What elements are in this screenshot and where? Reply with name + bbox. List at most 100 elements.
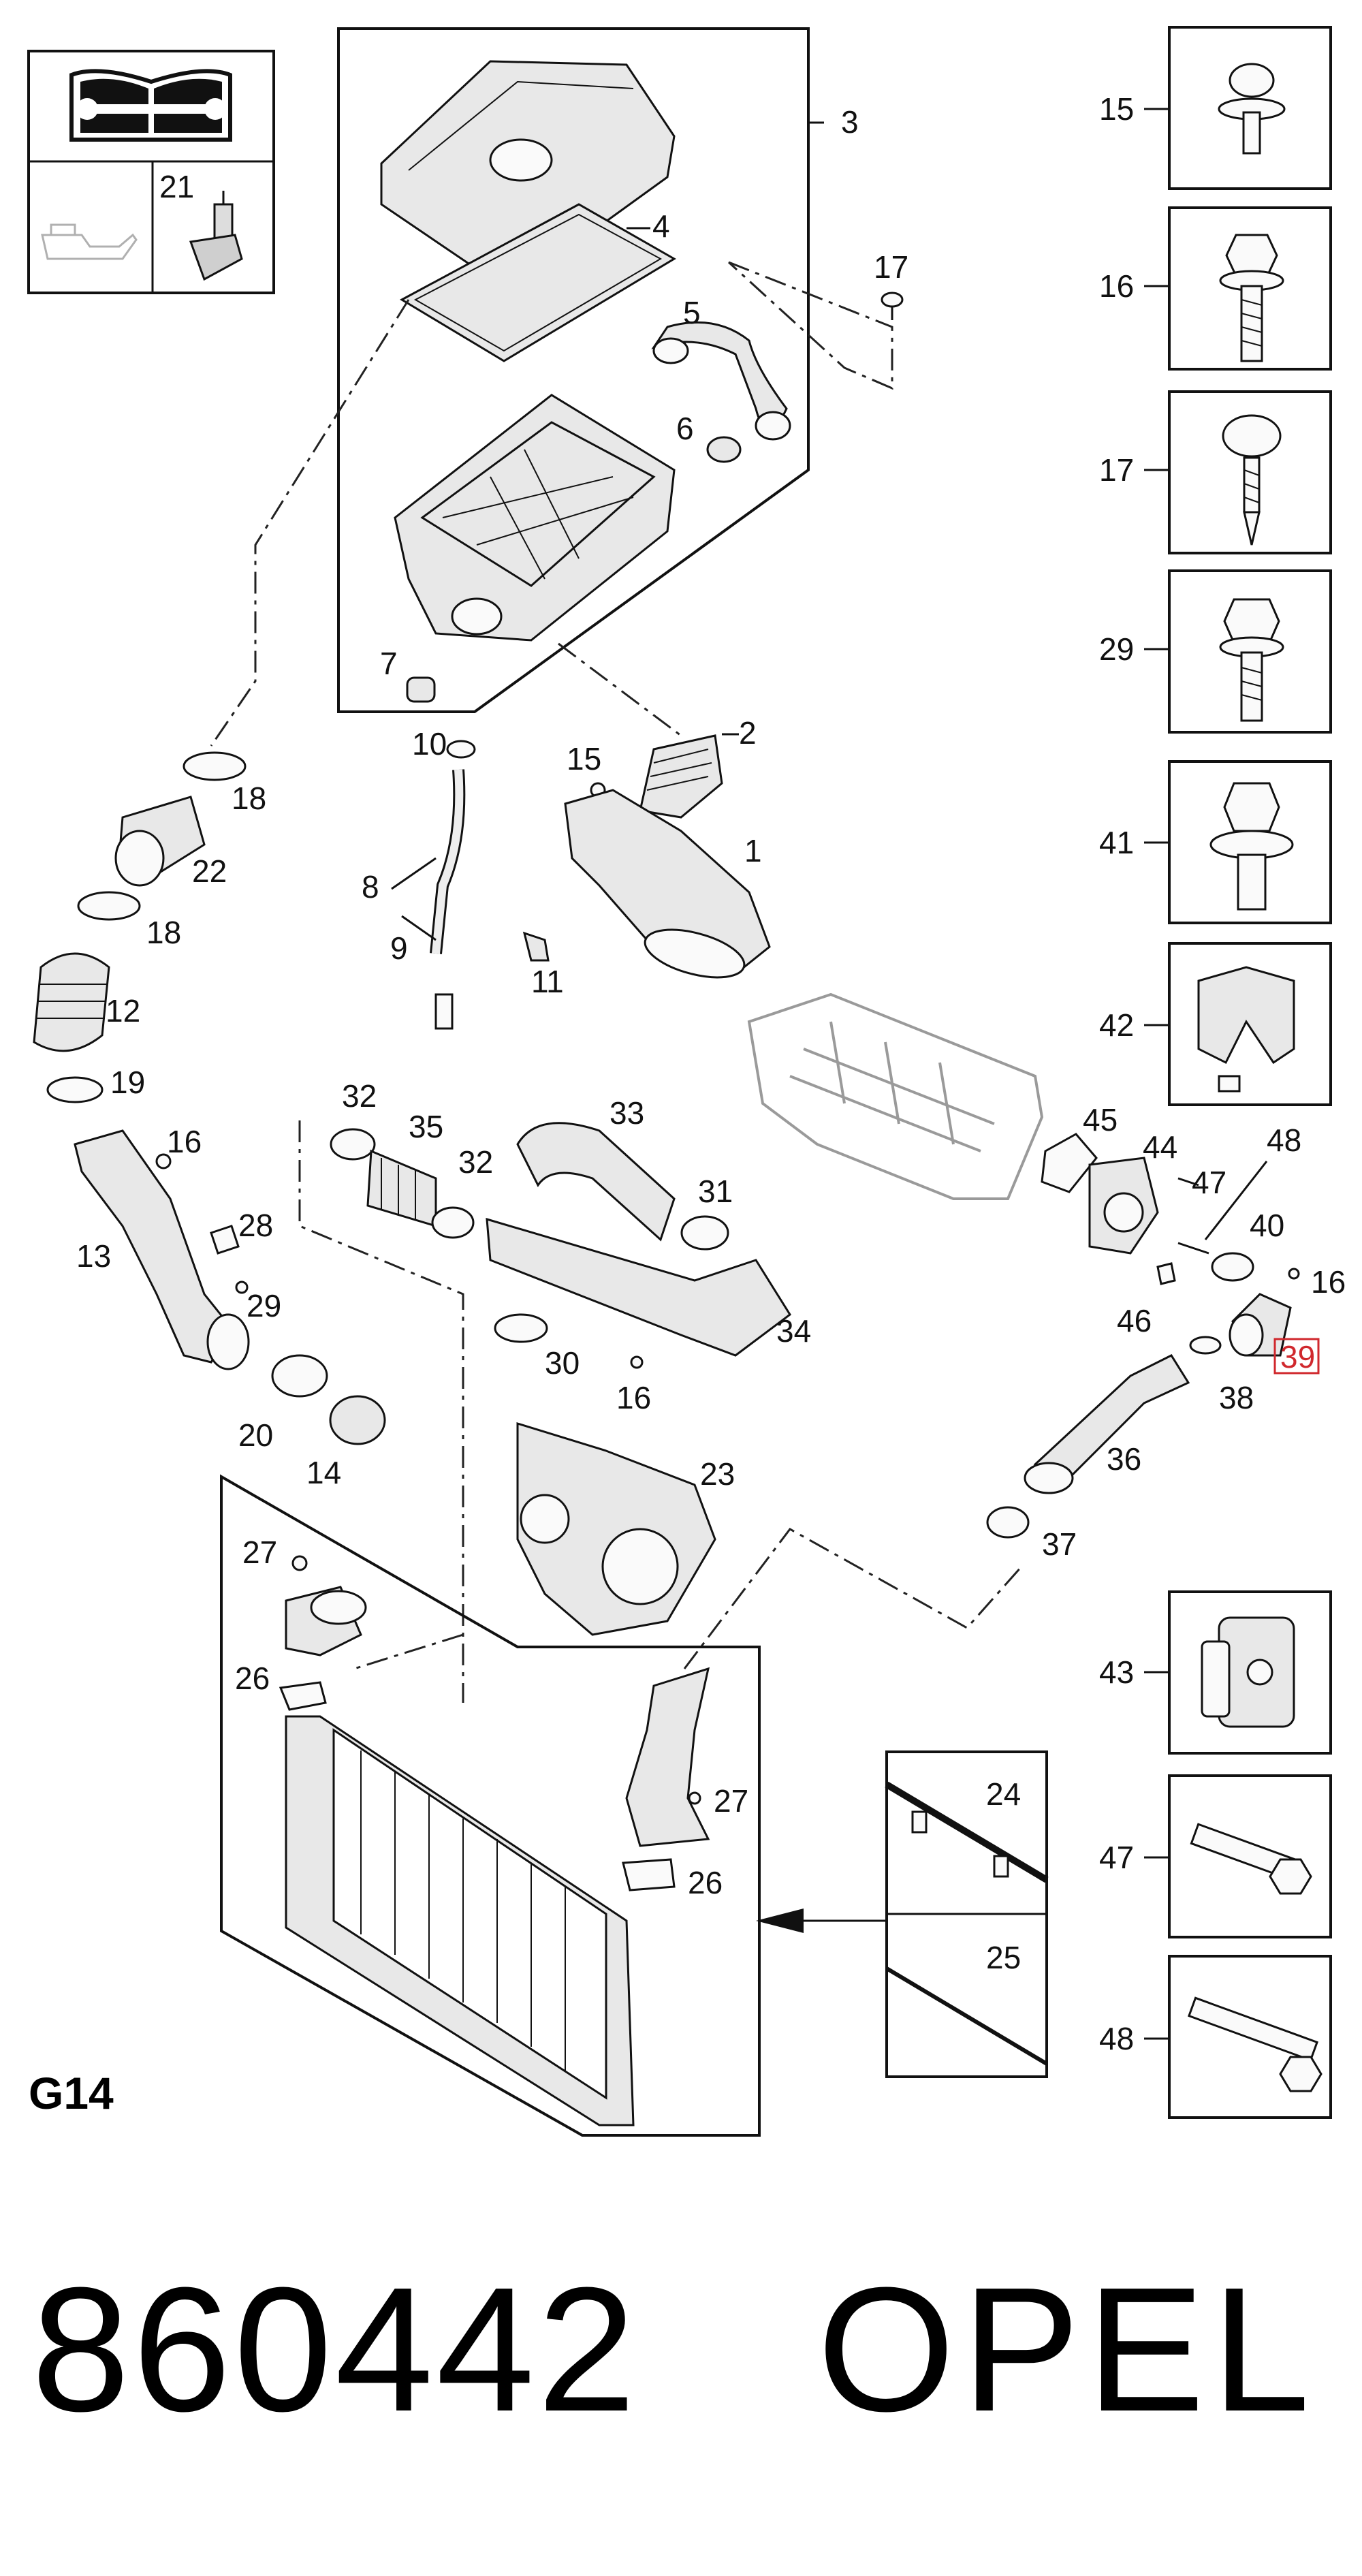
- callout-15b: 15: [567, 741, 601, 776]
- sensor-21-icon: [189, 191, 243, 281]
- callout-22: 22: [192, 853, 227, 889]
- callout-30: 30: [545, 1345, 580, 1381]
- bellows-2: [639, 734, 723, 819]
- callout-39[interactable]: 39: [1280, 1339, 1315, 1375]
- callout-18b: 18: [146, 915, 181, 950]
- part-7: [406, 676, 436, 703]
- callout-29: 29: [1099, 631, 1134, 667]
- clip-nut-43-icon: [1201, 1616, 1295, 1728]
- inset-24-25: [885, 1750, 1049, 2078]
- manual-wrench-icon: [69, 69, 232, 142]
- callout-3: 3: [841, 104, 859, 140]
- screw-17-small: [881, 292, 904, 320]
- callout-45: 45: [1083, 1102, 1118, 1137]
- callout-29b: 29: [247, 1288, 281, 1323]
- callout-31: 31: [698, 1174, 733, 1209]
- pipe-34: [486, 1217, 792, 1357]
- callout-21: 21: [159, 169, 194, 204]
- callout-44: 44: [1143, 1129, 1177, 1165]
- throttle-body-44: [1088, 1157, 1159, 1255]
- callout-36: 36: [1107, 1441, 1141, 1477]
- page-code: 860442: [31, 2251, 639, 2449]
- bolt-41-icon: [1209, 782, 1294, 911]
- callout-28: 28: [238, 1208, 273, 1243]
- bolt-15-icon: [1218, 63, 1286, 155]
- callout-4: 4: [652, 208, 670, 244]
- callout-11: 11: [531, 964, 564, 999]
- bellows-35: [366, 1149, 437, 1228]
- callout-34: 34: [776, 1313, 811, 1349]
- callout-16c: 16: [616, 1380, 651, 1415]
- callout-6: 6: [676, 411, 694, 446]
- callout-12: 12: [106, 993, 140, 1028]
- callout-8: 8: [362, 869, 379, 905]
- callout-16d: 16: [1311, 1264, 1346, 1300]
- callout-13: 13: [76, 1238, 111, 1274]
- callout-24: 24: [986, 1776, 1021, 1812]
- ghost-intake-manifold: [747, 992, 1044, 1200]
- callout-7: 7: [380, 646, 398, 681]
- callout-5: 5: [683, 295, 701, 330]
- callout-18: 18: [232, 781, 266, 816]
- mass-air-flow-22: [114, 796, 206, 887]
- callout-47: 47: [1099, 1840, 1134, 1875]
- hose-33: [516, 1122, 676, 1242]
- inlet-pipe: [625, 1667, 710, 1847]
- callout-26: 26: [235, 1661, 270, 1696]
- callout-37: 37: [1042, 1526, 1077, 1562]
- callout-25: 25: [986, 1940, 1021, 1975]
- bolt-48-icon: [1188, 1996, 1323, 2092]
- callout-15: 15: [1099, 91, 1134, 127]
- group-code: G14: [29, 2068, 114, 2118]
- oil-can-icon: [41, 223, 138, 260]
- callout-10: 10: [412, 726, 447, 761]
- callout-42: 42: [1099, 1007, 1134, 1043]
- bellows-12: [33, 952, 110, 1052]
- callout-27: 27: [242, 1535, 277, 1570]
- callout-27b: 27: [714, 1783, 748, 1819]
- callout-43: 43: [1099, 1654, 1134, 1690]
- callout-20: 20: [238, 1417, 273, 1453]
- callout-17b: 17: [874, 249, 908, 285]
- air-pipe-13: [74, 1129, 250, 1370]
- callout-9: 9: [390, 930, 408, 966]
- intercooler-frame: [220, 1474, 761, 2137]
- hose-8: [430, 769, 466, 954]
- callout-33: 33: [609, 1095, 644, 1131]
- hose-36: [1024, 1354, 1190, 1494]
- callout-17: 17: [1099, 452, 1134, 488]
- filter-element: [399, 203, 676, 362]
- callout-23: 23: [700, 1456, 735, 1492]
- outlet-elbow: [285, 1586, 367, 1656]
- callout-47b: 47: [1192, 1165, 1226, 1200]
- callout-40: 40: [1250, 1208, 1284, 1243]
- callout-38: 38: [1219, 1380, 1254, 1415]
- callout-2: 2: [739, 715, 757, 751]
- intercooler-core: [285, 1715, 635, 2126]
- callout-48: 48: [1099, 2021, 1134, 2056]
- grommet-6: [706, 436, 742, 463]
- screw-17-icon: [1222, 414, 1282, 546]
- bolt-47-icon: [1190, 1823, 1312, 1895]
- callout-14: 14: [306, 1455, 341, 1490]
- callout-39-box: [1273, 1338, 1320, 1375]
- callout-1: 1: [744, 833, 762, 868]
- air-filter-lower-housing: [394, 394, 676, 642]
- callout-48b: 48: [1267, 1122, 1301, 1158]
- callout-26b: 26: [688, 1865, 723, 1900]
- bolt-16-icon: [1219, 234, 1284, 362]
- brand-name: OPEL: [817, 2251, 1317, 2449]
- callout-35: 35: [409, 1109, 443, 1144]
- fastener-panel: [1144, 26, 1332, 2119]
- intake-duct-1: [564, 789, 771, 979]
- callout-19: 19: [110, 1065, 145, 1100]
- bracket-42-icon: [1197, 966, 1295, 1093]
- turbocharger-23: [516, 1421, 716, 1636]
- callout-46: 46: [1117, 1303, 1152, 1338]
- gasket-45: [1041, 1133, 1098, 1193]
- callout-16: 16: [1099, 268, 1134, 304]
- callout-41: 41: [1099, 825, 1134, 860]
- callout-32: 32: [342, 1078, 377, 1114]
- air-filter-frame: [337, 27, 824, 713]
